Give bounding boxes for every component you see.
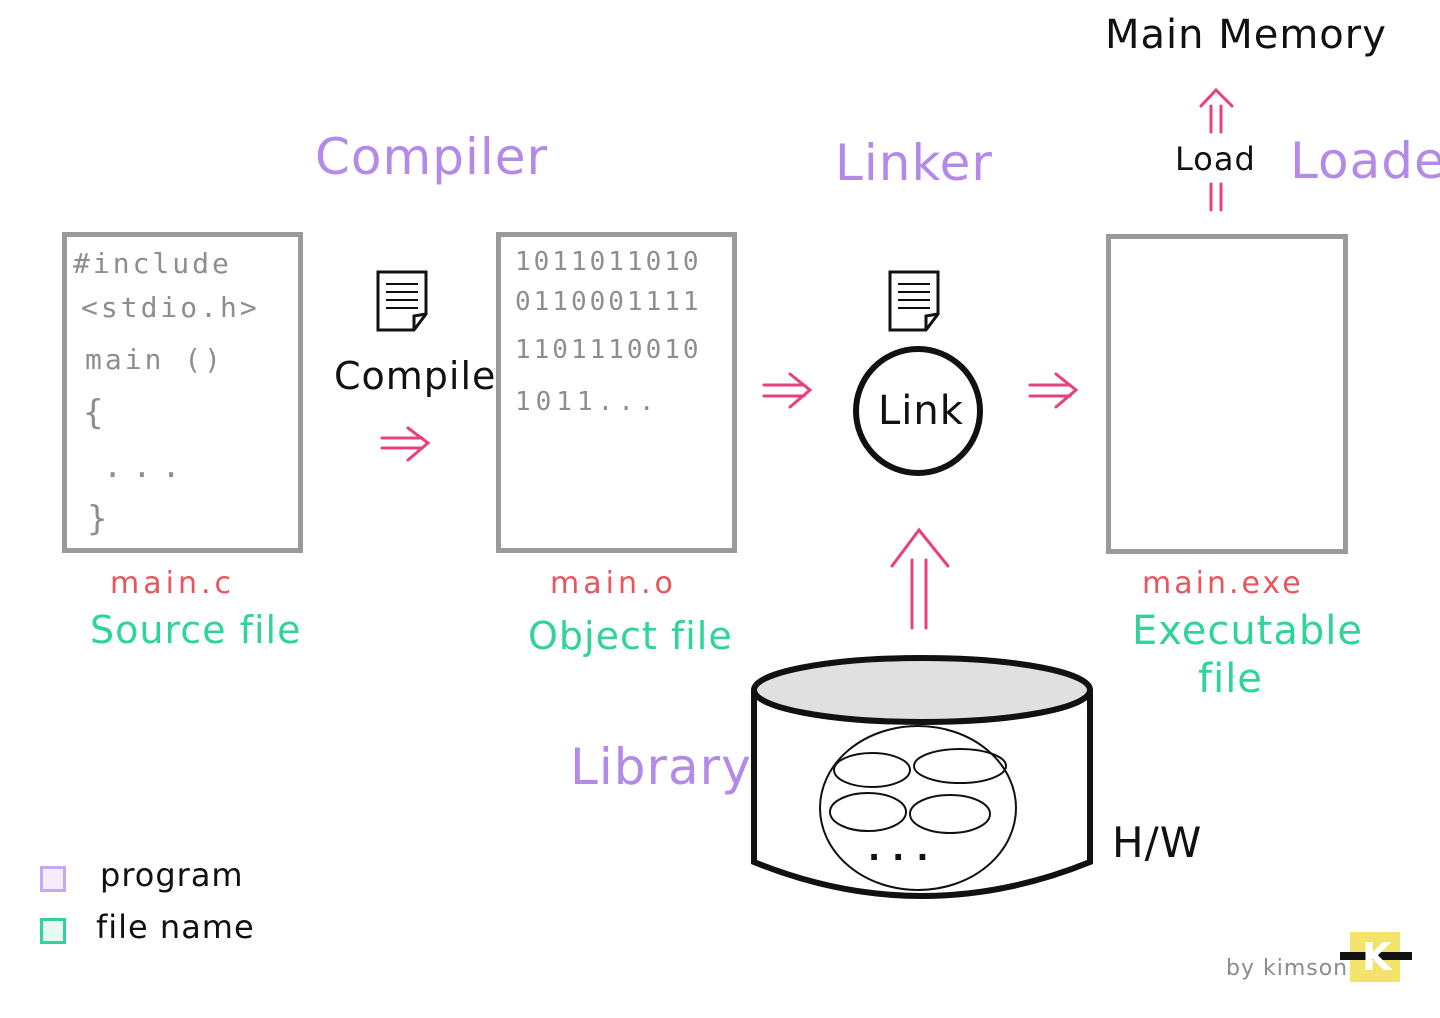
binary-line-1: 1011011010 [515, 247, 702, 277]
double-arrow-icon [762, 372, 813, 409]
document-icon [376, 270, 428, 332]
binary-line-3: 1101110010 [515, 335, 702, 365]
legend-program-swatch [40, 866, 66, 892]
code-line-stdio: <stdio.h> [81, 291, 260, 324]
exe-filetype-line1: Executable [1132, 608, 1363, 654]
executable-file-box [1106, 234, 1348, 554]
link-circle [853, 346, 983, 476]
kimson-logo-letter: K [1362, 935, 1392, 979]
load-label: Load [1175, 140, 1256, 178]
link-label: Link [878, 388, 964, 434]
compiler-label: Compiler [315, 128, 549, 186]
main-memory-label: Main Memory [1105, 12, 1387, 58]
compile-label: Compile [334, 354, 497, 398]
source-filetype: Source file [90, 608, 302, 652]
up-arrow-icon [1199, 87, 1234, 212]
library-dots: ... [868, 830, 941, 868]
legend-filename-swatch [40, 918, 66, 944]
object-filename: main.o [550, 566, 677, 601]
source-file-box: #include <stdio.h> main () { ... } [62, 232, 303, 553]
source-filename: main.c [110, 566, 235, 601]
code-line-include: #include [73, 247, 232, 280]
object-file-box: 1011011010 0110001111 1101110010 1011... [496, 232, 737, 553]
credit-text: by kimson [1226, 956, 1349, 981]
library-label: Library [570, 738, 752, 796]
code-line-ellipsis: ... [103, 447, 191, 485]
object-filetype: Object file [528, 614, 733, 658]
up-arrow-icon [890, 527, 950, 630]
legend-program-label: program [100, 856, 244, 894]
exe-filename: main.exe [1142, 566, 1304, 601]
legend-filename-label: file name [96, 908, 255, 946]
linker-label: Linker [835, 134, 993, 192]
loader-label: Loader [1290, 132, 1440, 190]
binary-line-2: 0110001111 [515, 287, 702, 317]
binary-line-4: 1011... [515, 387, 660, 417]
double-arrow-icon [380, 426, 431, 462]
hw-label: H/W [1112, 818, 1203, 867]
kimson-logo: K [1340, 932, 1412, 982]
library-cylinder [751, 655, 1093, 899]
code-line-main: main () [85, 343, 225, 376]
code-line-open-brace: { [83, 393, 107, 433]
double-arrow-icon [1028, 372, 1079, 409]
document-icon [888, 270, 940, 332]
code-line-close-brace: } [87, 499, 111, 539]
exe-filetype-line2: file [1198, 656, 1263, 702]
